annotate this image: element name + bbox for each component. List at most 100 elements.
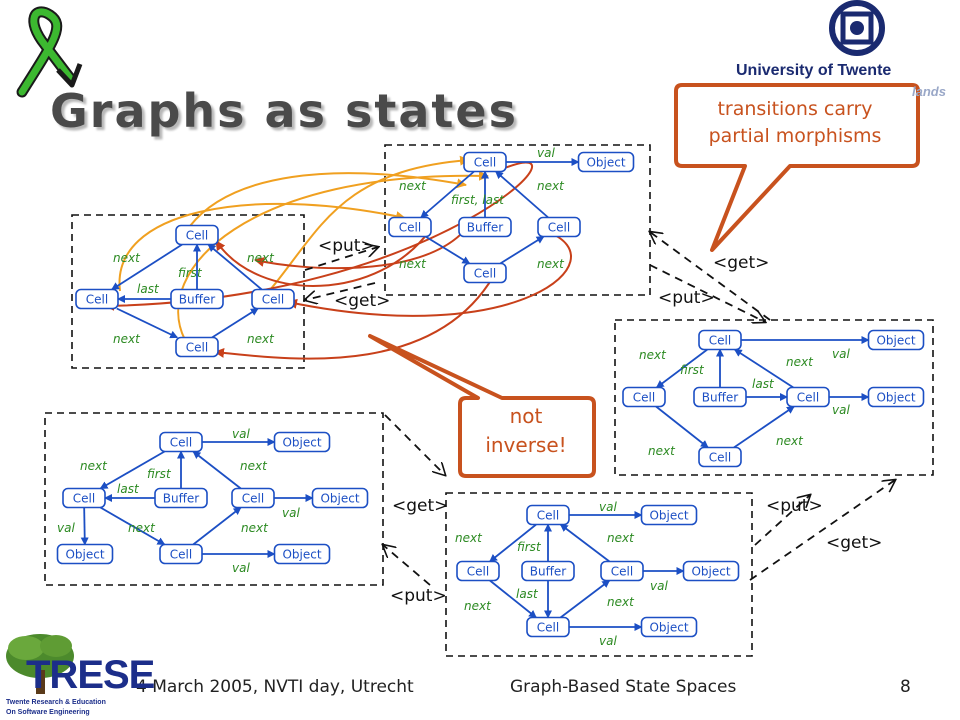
g4-object-1-box xyxy=(273,431,331,453)
g2-buffer-box xyxy=(458,216,512,238)
university-tail: lands xyxy=(912,84,946,99)
g4-edge-next-4 xyxy=(192,506,242,546)
g5-cell-right-label: Cell xyxy=(611,565,633,579)
page-number: 8 xyxy=(900,677,911,697)
groove-logo-arrowhead xyxy=(56,63,83,88)
g5-label-next-2: next xyxy=(607,531,635,545)
transition-arrow-5 xyxy=(384,414,445,475)
trese-tree-leaf-2 xyxy=(40,635,72,657)
morphism-put-arrow-1 xyxy=(269,155,470,291)
state-box-2 xyxy=(384,144,651,296)
g4-label-val-4: val xyxy=(232,561,250,575)
g4-edge-next-1 xyxy=(99,450,165,490)
g4-cell-right-label: Cell xyxy=(242,492,264,506)
g4-label-next-1: next xyxy=(80,459,108,473)
g5-cell-left-box xyxy=(456,560,500,582)
g3-edge-next-2 xyxy=(733,348,794,389)
g4-cell-top-box xyxy=(159,431,203,453)
g5-cell-right-box xyxy=(600,560,644,582)
g4-label-next-4: next xyxy=(241,521,269,535)
g4-object-3-label: Object xyxy=(65,548,104,562)
g4-cell-left-box xyxy=(62,487,106,509)
callout-not-inverse-line2: inverse! xyxy=(485,433,567,457)
g3-cell-bottom-box xyxy=(698,446,742,468)
g4-edge-next-3 xyxy=(100,506,166,546)
g2-label-next-2: next xyxy=(537,179,565,193)
g5-edge-next-1 xyxy=(489,523,537,563)
callout-transitions-bubble xyxy=(674,83,920,252)
g2-buffer-label: Buffer xyxy=(467,221,503,235)
g4-label-val-1: val xyxy=(232,427,250,441)
g4-cell-left-label: Cell xyxy=(73,492,95,506)
g5-label-last: last xyxy=(516,587,539,601)
g2-cell-left-label: Cell xyxy=(399,221,421,235)
g4-edge-next-2 xyxy=(192,450,242,490)
g4-object-2-label: Object xyxy=(320,492,359,506)
callout-transitions-line1: transitions carry xyxy=(717,98,873,120)
g5-label-first: first xyxy=(517,540,542,554)
put-label-3: <put> xyxy=(390,586,447,606)
g1-label-first: first xyxy=(178,266,203,280)
groove-logo-icon xyxy=(18,8,74,96)
g5-label-next-1: next xyxy=(455,531,483,545)
trese-logo-text: TRESE xyxy=(26,653,155,697)
g5-cell-left-label: Cell xyxy=(467,565,489,579)
g4-label-val-2: val xyxy=(282,506,300,520)
g4-object-4-box xyxy=(273,543,331,565)
g4-buffer-box xyxy=(154,487,208,509)
g3-cell-top-box xyxy=(698,329,742,351)
g1-label-next-1: next xyxy=(113,251,141,265)
g3-label-val-2: val xyxy=(832,403,850,417)
g3-cell-left-box xyxy=(622,386,666,408)
trese-tree-leaf-1 xyxy=(8,636,44,660)
g1-cell-top-label: Cell xyxy=(186,229,208,243)
g3-cell-top-label: Cell xyxy=(709,334,731,348)
put-label-1: <put> xyxy=(318,236,375,256)
g2-edge-next-2 xyxy=(495,170,549,219)
g5-cell-bottom-label: Cell xyxy=(537,621,559,635)
g4-label-next-3: next xyxy=(128,521,156,535)
state-box-4 xyxy=(44,412,384,586)
g1-cell-right-box xyxy=(251,288,295,310)
g2-label-next-1: next xyxy=(399,179,427,193)
g1-buffer-box xyxy=(170,288,224,310)
g5-object-1-box xyxy=(640,504,698,526)
g3-label-next-4: next xyxy=(776,434,804,448)
g2-edge-next-1 xyxy=(420,170,475,219)
put-label-2: <put> xyxy=(658,288,715,308)
trese-tree-trunk xyxy=(36,670,45,694)
get-label-3: <get> xyxy=(392,496,449,516)
g2-label-val: val xyxy=(537,146,555,160)
g2-label-next-3: next xyxy=(399,257,427,271)
g1-cell-left-box xyxy=(75,288,119,310)
g1-label-next-3: next xyxy=(113,332,141,346)
g5-object-2-box xyxy=(682,560,740,582)
morphism-get-arrow-2 xyxy=(215,229,431,287)
g4-edge-val-3 xyxy=(80,507,89,546)
g3-edge-next-1 xyxy=(655,348,708,389)
g5-object-2-label: Object xyxy=(691,565,730,579)
g1-edge-next-2 xyxy=(207,243,263,291)
g1-edge-next-3 xyxy=(116,307,179,339)
g1-label-next-2: next xyxy=(247,251,275,265)
callout-transitions-text: transitions carry partial morphisms xyxy=(672,96,918,150)
g2-cell-bottom-label: Cell xyxy=(474,267,496,281)
g5-buffer-label: Buffer xyxy=(530,565,566,579)
transition-arrow-8 xyxy=(749,480,895,581)
g3-cell-left-label: Cell xyxy=(633,391,655,405)
trese-subtitle-1: Twente Research & Education xyxy=(6,699,106,706)
g5-label-next-3: next xyxy=(464,599,492,613)
g5-edge-next-3 xyxy=(489,579,537,619)
g3-cell-right-box xyxy=(786,386,830,408)
transition-arrow-2 xyxy=(305,282,376,300)
g1-cell-bottom-box xyxy=(175,336,219,358)
get-label-2: <get> xyxy=(713,253,770,273)
g1-cell-left-label: Cell xyxy=(86,293,108,307)
university-emblem-center xyxy=(850,21,864,35)
university-name: University of Twente xyxy=(736,62,892,79)
g5-label-val-2: val xyxy=(650,579,668,593)
g4-object-1-label: Object xyxy=(282,436,321,450)
g5-cell-top-box xyxy=(526,504,570,526)
